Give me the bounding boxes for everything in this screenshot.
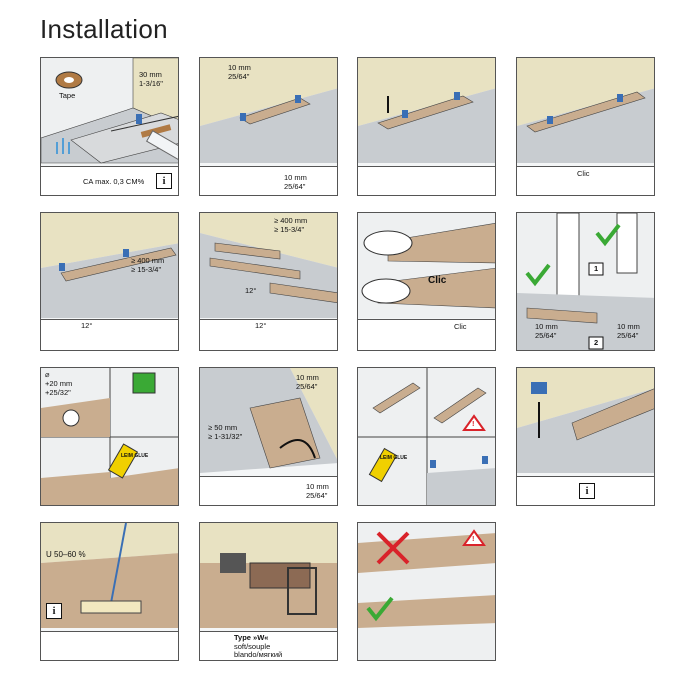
panel-second-row-angle: ≥ 400 mm ≥ 15-3/4" 12° — [40, 212, 179, 351]
panel-stagger-joints: ≥ 400 mm ≥ 15-3/4" 12° 12° — [199, 212, 338, 351]
panel-last-row: 10 mm 25/64" ≥ 50 mm ≥ 1-31/32" 10 mm 25… — [199, 367, 338, 506]
panel-hand-press: Clic Clic — [357, 212, 496, 351]
cleaning-illustration — [41, 523, 178, 628]
wall-gap-in: 25/64" — [296, 382, 318, 391]
panel-first-row-spacers: 10 mm 25/64" 10 mm 25/64" — [199, 57, 338, 196]
angle-label: 12° — [245, 286, 257, 295]
panel-footer: 12° — [41, 319, 178, 350]
step-number-2: 2 — [594, 338, 599, 347]
clic-label-2: Clic — [454, 322, 467, 331]
page-title: Installation — [40, 14, 168, 44]
stagger-distance-in: ≥ 15-3/4" — [274, 225, 305, 234]
hand-press-illustration — [358, 213, 495, 318]
panel-do-not-drag: ! — [357, 522, 496, 661]
panel-lay-first-board — [357, 57, 496, 196]
panel-footer — [358, 166, 495, 195]
step-number-1: 1 — [594, 264, 599, 273]
underlay-illustration — [41, 58, 178, 164]
gap-label-in: 25/64" — [228, 72, 250, 81]
panel-footer — [41, 631, 178, 660]
stagger-illustration — [200, 213, 337, 318]
panel-click-ends: Clic — [516, 57, 655, 196]
panel-door-frame: 1 2 10 mm 25/64" 10 mm 25/64" — [516, 212, 655, 351]
skirting-illustration — [517, 368, 654, 473]
warning-mark: ! — [472, 419, 475, 428]
carry-boards-illustration — [358, 523, 495, 660]
panel-footer: 12° — [200, 319, 337, 350]
glide-soft-label-2: blando/мягкий — [234, 650, 283, 659]
gap-label-in: 25/64" — [535, 331, 557, 340]
moisture-limit: CA max. 0,3 CM% — [83, 177, 145, 186]
gap-label-mm: 10 mm — [535, 322, 558, 331]
click-illustration — [517, 58, 654, 163]
clic-label: Clic — [577, 169, 590, 178]
panel-footer: Type »W« soft/souple blando/мягкий — [200, 631, 337, 660]
glue-illustration — [358, 368, 495, 505]
panel-footer: 10 mm 25/64" — [200, 476, 337, 505]
info-icon: i — [579, 483, 595, 499]
warning-mark: ! — [472, 534, 475, 543]
distance-label-in: 1-3/16" — [139, 79, 163, 88]
furniture-illustration — [200, 523, 337, 628]
board-placement-illustration — [358, 58, 495, 163]
distance-label-mm: 30 mm — [139, 70, 162, 79]
min-width-in: ≥ 1-31/32" — [208, 432, 243, 441]
glue-label: LEIM GLUE — [121, 453, 149, 459]
stagger-distance-mm: ≥ 400 mm — [274, 216, 308, 225]
spacer-illustration — [200, 58, 337, 163]
glide-soft-label: soft/souple — [234, 642, 271, 651]
gap-label-mm-2: 10 mm — [306, 482, 329, 491]
gap-label-mm-2: 10 mm — [284, 173, 307, 182]
panel-pipe-cutouts: ⌀ +20 mm +25/32" LEIM GLUE — [40, 367, 179, 506]
panel-footer: Clic — [358, 319, 495, 350]
panel-footer: 10 mm 25/64" — [200, 166, 337, 195]
gap-label-mm-2: 10 mm — [617, 322, 640, 331]
min-width-mm: ≥ 50 mm — [208, 423, 238, 432]
panel-cleaning: U 50–60 % i — [40, 522, 179, 661]
tape-label: Tape — [59, 91, 76, 100]
info-icon: i — [46, 603, 62, 619]
min-distance-mm: ≥ 400 mm — [131, 256, 165, 265]
glide-type: Type »W« — [234, 633, 269, 642]
panel-footer: CA max. 0,3 CM% i — [41, 166, 178, 195]
angle-label: 12° — [81, 321, 93, 330]
wall-gap-mm: 10 mm — [296, 373, 319, 382]
panel-glue-cut-edges: ! LEIM GLUE — [357, 367, 496, 506]
panel-footer: i — [517, 476, 654, 505]
gap-label-mm: 10 mm — [228, 63, 251, 72]
panel-skirting-board: i — [516, 367, 655, 506]
gap-label-in-2: 25/64" — [284, 182, 306, 191]
glue-label: LEIM GLUE — [380, 455, 408, 461]
door-frame-illustration — [517, 213, 654, 350]
gap-label-in-2: 25/64" — [617, 331, 639, 340]
clic-label: Clic — [428, 275, 447, 286]
min-distance-in: ≥ 15-3/4" — [131, 265, 162, 274]
last-row-illustration — [200, 368, 337, 473]
diameter-add-in: +25/32" — [45, 388, 71, 397]
panel-footer: Clic — [517, 166, 654, 195]
panel-underlay-preparation: Tape 30 mm 1-3/16" CA max. 0,3 CM% i — [40, 57, 179, 196]
humidity-label: U 50–60 % — [46, 550, 86, 559]
diameter-add-mm: +20 mm — [45, 379, 73, 388]
diameter-symbol: ⌀ — [45, 370, 50, 379]
angle-label-2: 12° — [255, 321, 267, 330]
gap-label-in-2: 25/64" — [306, 491, 328, 500]
pipe-cutout-illustration — [41, 368, 178, 505]
info-icon: i — [156, 173, 172, 189]
second-row-illustration — [41, 213, 178, 318]
panel-furniture-protection: Type »W« soft/souple blando/мягкий — [199, 522, 338, 661]
